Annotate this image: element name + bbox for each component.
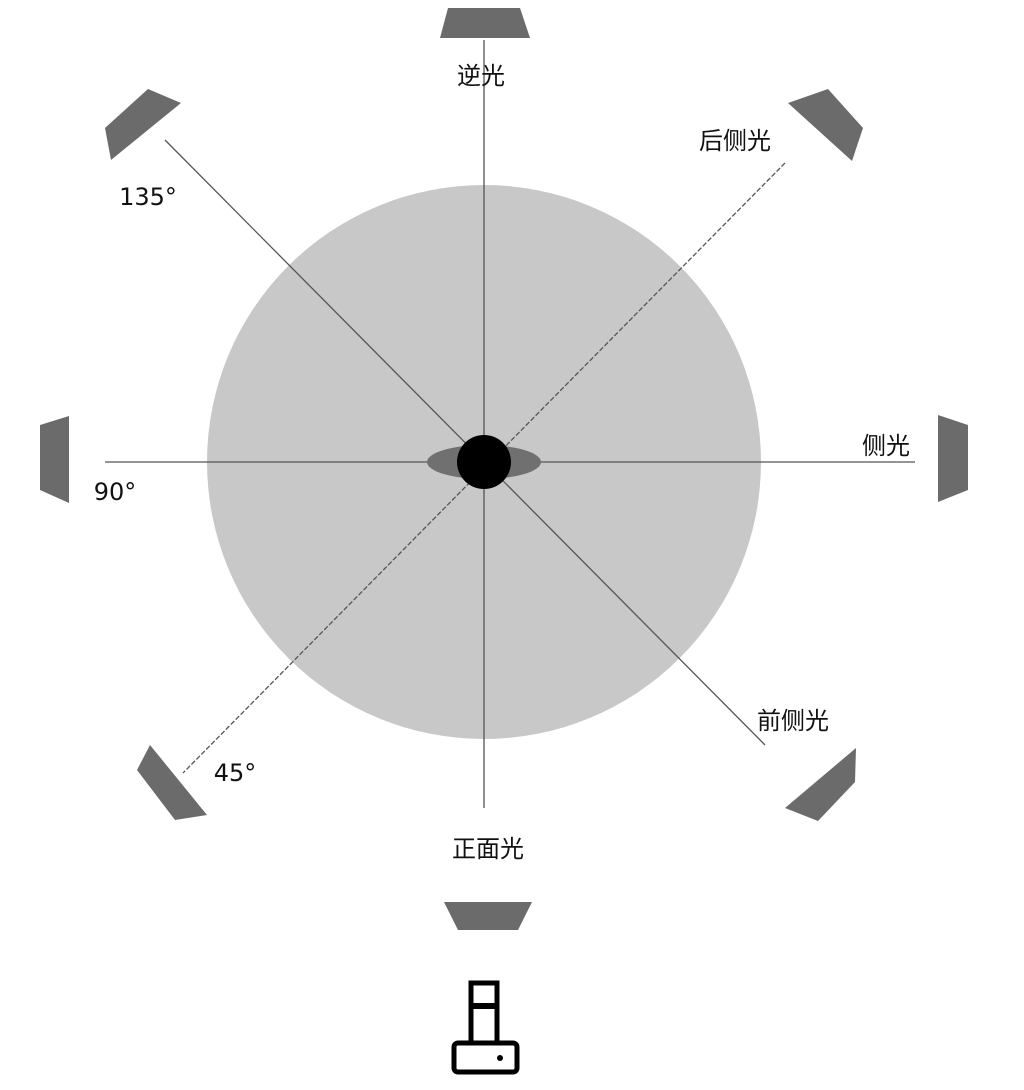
camera-icon bbox=[451, 980, 520, 1075]
light-icon bbox=[40, 416, 69, 503]
light-icon bbox=[785, 748, 856, 821]
label-side-light: 侧光 bbox=[862, 432, 910, 460]
light-icon bbox=[105, 89, 181, 160]
label-angle-135: 135° bbox=[119, 183, 177, 211]
light-icon bbox=[938, 415, 968, 502]
axis-diagonal-135 bbox=[164, 139, 766, 746]
label-front-side-light: 前侧光 bbox=[757, 707, 829, 735]
label-front-light: 正面光 bbox=[452, 835, 524, 863]
light-icon bbox=[444, 902, 532, 930]
label-angle-90: 90° bbox=[94, 478, 137, 506]
light-icon bbox=[788, 89, 863, 161]
light-icon bbox=[440, 8, 530, 38]
label-back-light: 逆光 bbox=[457, 62, 505, 90]
light-icon bbox=[137, 745, 207, 820]
subject-icon bbox=[457, 435, 511, 489]
label-angle-45: 45° bbox=[214, 759, 257, 787]
label-back-side-light: 后侧光 bbox=[699, 127, 771, 155]
